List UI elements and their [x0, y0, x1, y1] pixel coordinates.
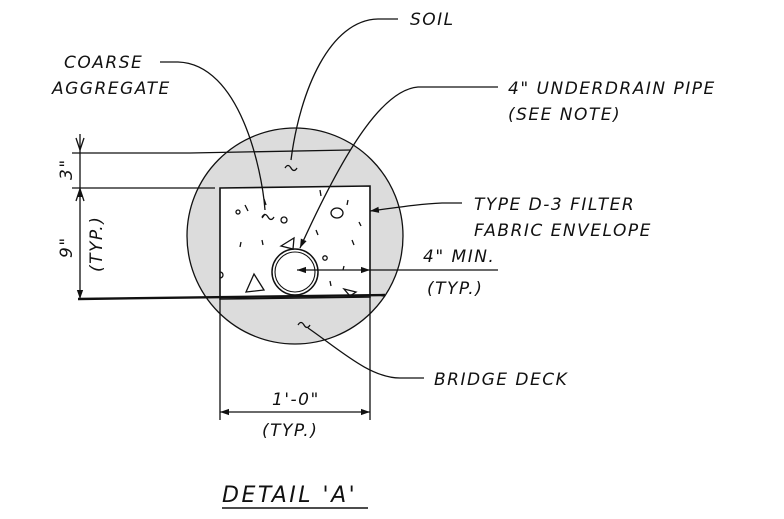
underdrain-label-1: 4" UNDERDRAIN PIPE: [508, 79, 716, 99]
underdrain-leader: [299, 86, 498, 249]
bridge-deck-line: [77, 293, 386, 301]
coarse-aggregate-label-2: AGGREGATE: [51, 79, 171, 99]
soil-label: SOIL: [410, 10, 455, 30]
side-height-dimension-label: 9": [57, 236, 77, 258]
underdrain-label-2: (SEE NOTE): [508, 105, 621, 125]
coarse-aggregate-label-1: COARSE: [64, 53, 143, 73]
aggregate-tilde: [261, 213, 275, 221]
detail-title: DETAIL 'A': [222, 483, 357, 508]
fabric-leader: [369, 202, 462, 213]
bridge-deck-label: BRIDGE DECK: [434, 370, 569, 390]
soil-surface-line: [189, 149, 351, 154]
fabric-label-1: TYPE D-3 FILTER: [474, 195, 635, 215]
width-dimension-note: (TYP.): [262, 421, 318, 441]
deck-tilde: [297, 321, 311, 329]
bridge-deck-leader: [307, 327, 424, 379]
min-cover-label: 4" MIN.: [423, 247, 495, 267]
fabric-label-2: FABRIC ENVELOPE: [474, 221, 652, 241]
width-dimension-label: 1'-0": [272, 390, 320, 410]
underdrain-pipe: [271, 248, 319, 296]
side-height-note: (TYP.): [87, 216, 107, 272]
min-cover-note: (TYP.): [427, 279, 483, 299]
top-depth-dimension-label: 3": [57, 158, 77, 180]
coarse-aggregate-leader: [160, 61, 266, 211]
aggregate-texture: [219, 189, 362, 297]
soil-tilde: [284, 164, 298, 172]
soil-leader: [290, 18, 398, 161]
